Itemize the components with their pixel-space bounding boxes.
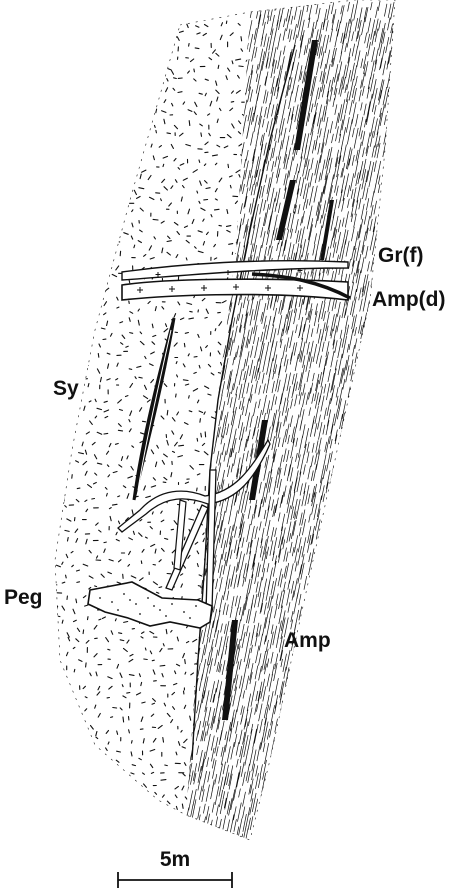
scale-bar-label: 5m [160,848,190,871]
amphibolite-hatching [176,0,399,870]
label-amphibolite-dike: Amp(d) [372,288,445,311]
label-syenite: Sy [53,377,79,400]
label-granite-fine: Gr(f) [378,244,424,267]
pegmatite-body [88,582,212,628]
label-amphibolite: Amp [284,629,331,652]
syenite-texture [47,20,269,833]
granite-fine-dike [122,261,348,280]
granite-vein [166,505,208,590]
granite-vein [206,470,216,612]
syenite-dashes [47,20,269,833]
label-pegmatite: Peg [4,586,43,609]
amphibolite-texture [176,0,399,870]
scale-bar [118,872,232,888]
